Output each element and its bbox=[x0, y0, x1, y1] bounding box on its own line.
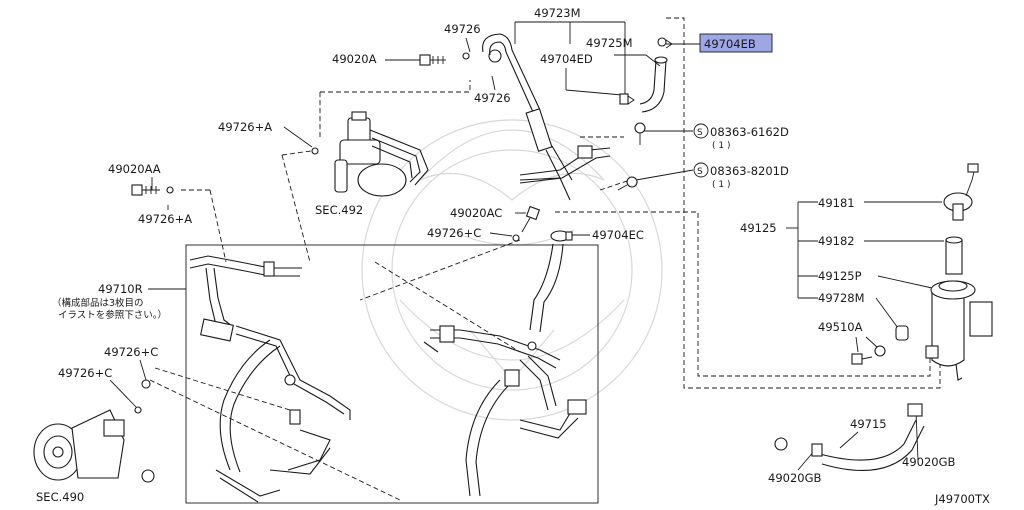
clamp-49704EB[interactable] bbox=[657, 37, 673, 49]
label-SEC490: SEC.490 bbox=[36, 490, 84, 504]
label-49020AA: 49020AA bbox=[108, 162, 161, 176]
label-SEC492: SEC.492 bbox=[315, 203, 363, 217]
label-49020A: 49020A bbox=[332, 52, 377, 66]
label-49726-mid: 49726 bbox=[474, 91, 511, 105]
clamp-49704ED[interactable] bbox=[619, 93, 635, 105]
hose-49725M[interactable] bbox=[639, 56, 668, 113]
label-49020GB-left: 49020GB bbox=[768, 471, 821, 485]
leader-lines bbox=[109, 21, 944, 471]
steering-gear-sec492[interactable] bbox=[334, 111, 429, 197]
label-49704ED: 49704ED bbox=[540, 52, 593, 66]
label-49710R-note2: イラストを参照下さい。） bbox=[58, 309, 167, 321]
label-49728M: 49728M bbox=[818, 291, 865, 305]
label-49726-top: 49726 bbox=[444, 22, 481, 36]
label-49181: 49181 bbox=[818, 196, 855, 210]
hose-middle[interactable] bbox=[529, 243, 564, 333]
label-08363-6162D-qty: ( 1 ) bbox=[712, 141, 730, 151]
bolt-49020AC[interactable] bbox=[521, 205, 541, 233]
washer-49726C-mid[interactable] bbox=[512, 234, 520, 242]
label-49125P: 49125P bbox=[818, 269, 862, 283]
label-49726A-left: 49726+A bbox=[138, 212, 192, 226]
hose-assembly-right[interactable] bbox=[423, 325, 587, 497]
s-symbol-1-text: S bbox=[697, 128, 703, 138]
label-49020AC: 49020AC bbox=[450, 206, 502, 220]
plug-cap[interactable] bbox=[141, 469, 155, 483]
label-49020GB-right: 49020GB bbox=[902, 455, 955, 469]
grommet-49125P[interactable] bbox=[874, 345, 886, 357]
bolt-08363-6162D[interactable] bbox=[634, 122, 646, 145]
diagram-code: J49700TX bbox=[934, 492, 990, 506]
label-49704EB[interactable]: 49704EB bbox=[704, 37, 756, 51]
label-49715: 49715 bbox=[850, 417, 887, 431]
bolt-49020AA[interactable] bbox=[131, 184, 160, 196]
label-49725M: 49725M bbox=[586, 36, 633, 50]
label-08363-8201D-qty: ( 1 ) bbox=[712, 180, 730, 190]
label-49726C-b: 49726+C bbox=[58, 366, 112, 380]
cap-49181[interactable] bbox=[943, 163, 979, 221]
label-49723M: 49723M bbox=[534, 6, 581, 20]
label-49125: 49125 bbox=[740, 221, 777, 235]
bolt-08363-8201D[interactable] bbox=[617, 176, 638, 191]
dashed-guides bbox=[149, 17, 941, 501]
washer-49726C-b[interactable] bbox=[134, 406, 142, 414]
washer-49726-mid[interactable] bbox=[488, 49, 502, 63]
s-symbol-1 bbox=[693, 123, 709, 139]
label-49710R: 49710R bbox=[98, 282, 143, 296]
hose-assembly-frame bbox=[185, 244, 599, 504]
pump-sec490[interactable] bbox=[33, 409, 125, 481]
bracket-49728M[interactable] bbox=[895, 325, 909, 341]
label-49726A-top: 49726+A bbox=[218, 120, 272, 134]
hose-assembly-49710R[interactable] bbox=[189, 255, 351, 503]
tube-49723M[interactable] bbox=[482, 33, 611, 201]
bolt-49020A[interactable] bbox=[419, 54, 446, 66]
label-49710R-note1: （構成部品は3枚目の bbox=[52, 297, 144, 309]
clamp-49704EC[interactable] bbox=[550, 230, 573, 242]
s-symbol-2-text: S bbox=[697, 167, 703, 177]
washer-49726C-a[interactable] bbox=[141, 379, 151, 389]
label-49726C-mid: 49726+C bbox=[427, 226, 481, 240]
highlight-49704EB[interactable] bbox=[699, 33, 773, 53]
label-49726C-a: 49726+C bbox=[104, 345, 158, 359]
label-08363-8201D: 08363-8201D bbox=[710, 164, 789, 178]
label-49704EC: 49704EC bbox=[592, 228, 644, 242]
reservoir-49125[interactable] bbox=[925, 280, 993, 381]
washer-49726-top[interactable] bbox=[462, 52, 470, 60]
label-08363-6162D: 08363-6162D bbox=[710, 125, 789, 139]
bolt-49510A[interactable] bbox=[851, 353, 873, 365]
label-49182: 49182 bbox=[818, 234, 855, 248]
filter-49182[interactable] bbox=[945, 236, 963, 275]
plug-cap-right[interactable] bbox=[774, 437, 788, 451]
s-symbol-2 bbox=[693, 162, 709, 178]
washer-49726A-top[interactable] bbox=[311, 147, 319, 155]
label-49510A: 49510A bbox=[818, 320, 863, 334]
hose-49715[interactable] bbox=[811, 403, 925, 472]
washer-49726A-left[interactable] bbox=[166, 186, 174, 194]
